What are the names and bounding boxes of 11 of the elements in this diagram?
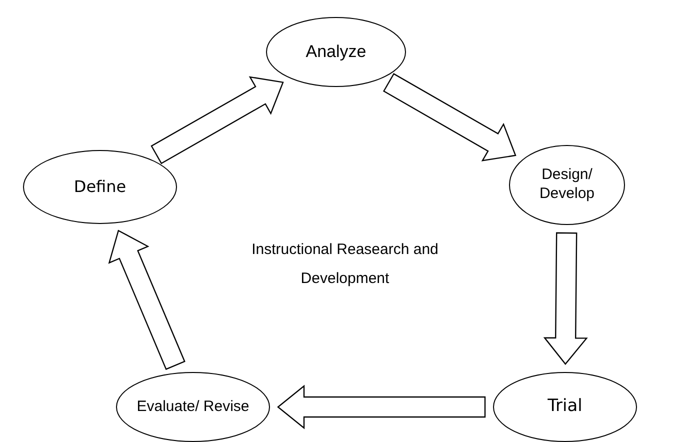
block-arrow: [150, 76, 284, 164]
block-arrow: [382, 72, 516, 162]
node-label: Trial: [546, 396, 584, 418]
node-label: Design/ Develop: [538, 166, 596, 204]
center-label: Instructional Reasearch and Development: [250, 240, 440, 288]
node-label: Evaluate/ Revise: [136, 398, 250, 416]
block-arrow: [543, 232, 588, 365]
block-arrow: [108, 230, 186, 370]
node-label: Define: [72, 177, 128, 197]
block-arrow: [277, 384, 486, 430]
node-label: Analyze: [304, 41, 368, 63]
